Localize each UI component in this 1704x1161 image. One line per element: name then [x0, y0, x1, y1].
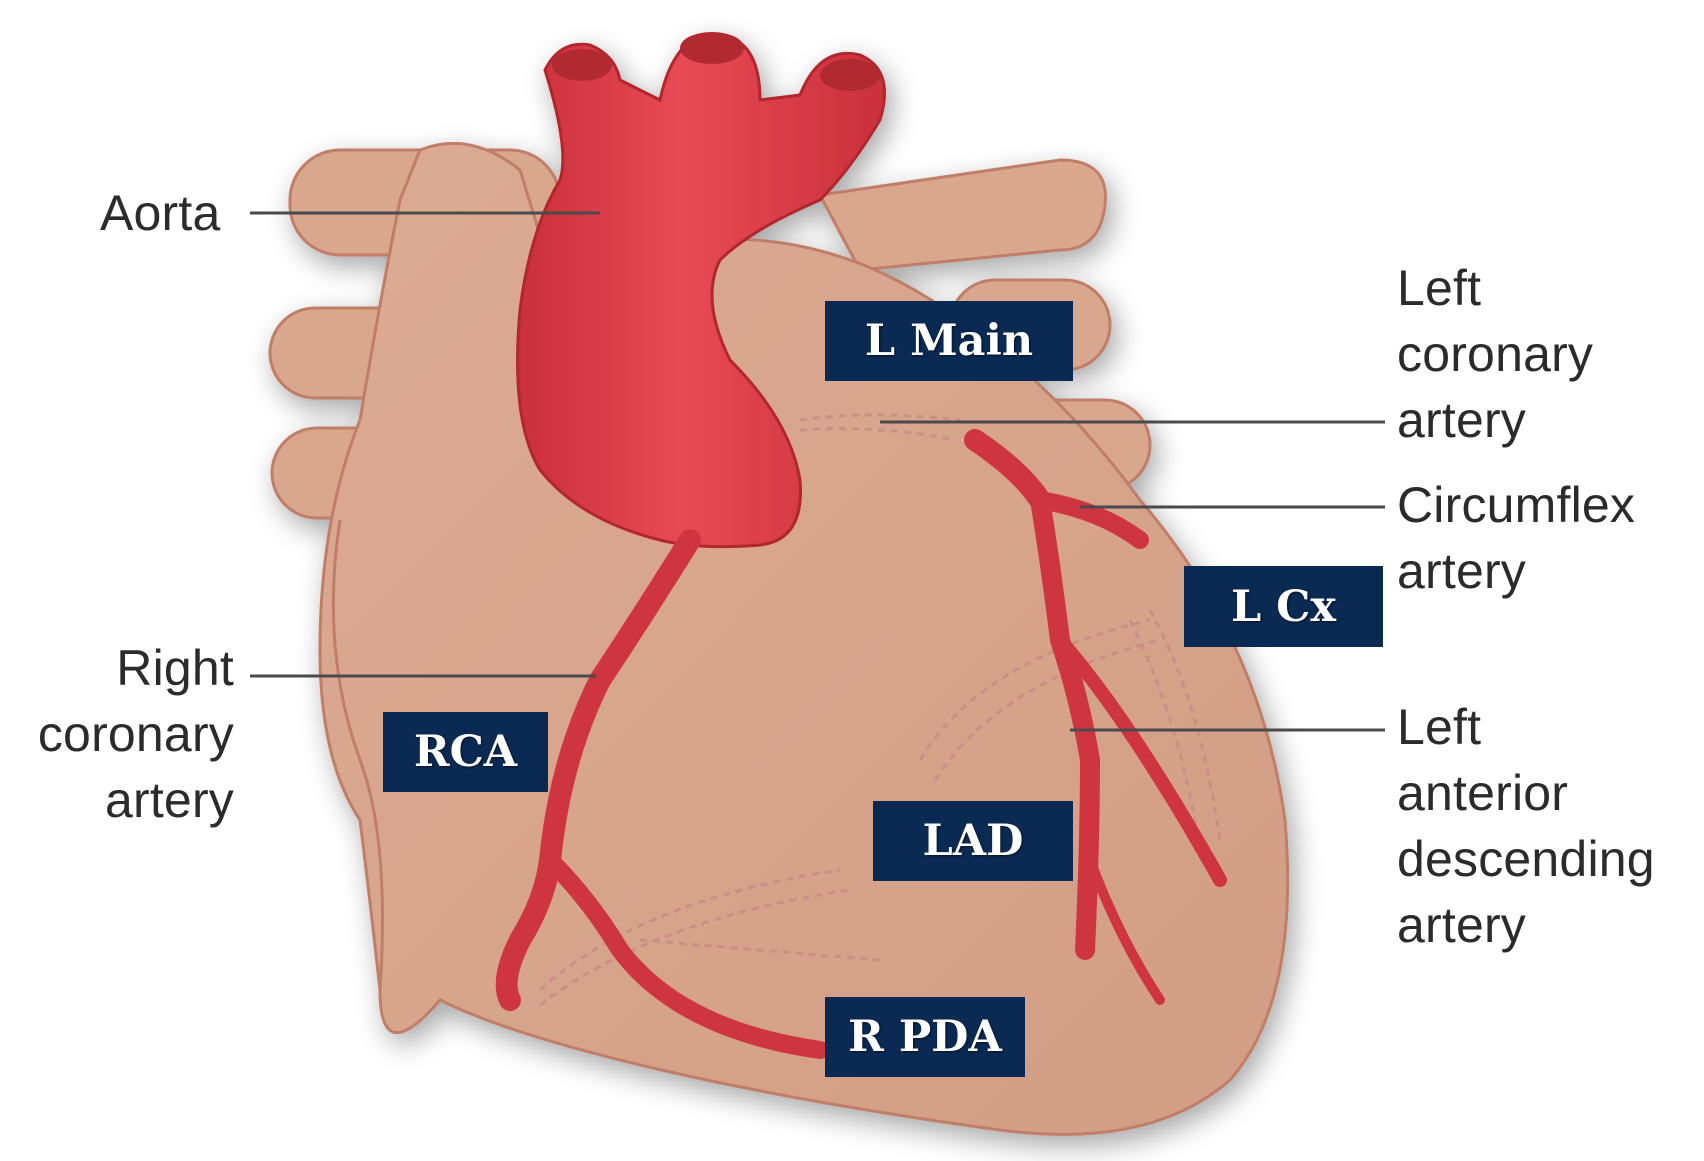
- l-cx-tag: L Cx: [1184, 566, 1383, 647]
- heart-body: [320, 143, 1288, 1134]
- right-coronary-artery-label: Right coronary artery: [10, 635, 234, 833]
- aorta-label: Aorta: [100, 180, 221, 246]
- left-coronary-artery-label: Left coronary artery: [1397, 255, 1593, 453]
- r-pda-tag: R PDA: [825, 997, 1025, 1077]
- rca-tag: RCA: [383, 712, 548, 792]
- circumflex-artery-label: Circumflex artery: [1397, 472, 1635, 604]
- heart-illustration: [270, 32, 1288, 1134]
- lad-tag: LAD: [873, 801, 1073, 881]
- left-anterior-descending-artery-label: Left anterior descending artery: [1397, 694, 1655, 958]
- l-main-tag: L Main: [825, 301, 1073, 381]
